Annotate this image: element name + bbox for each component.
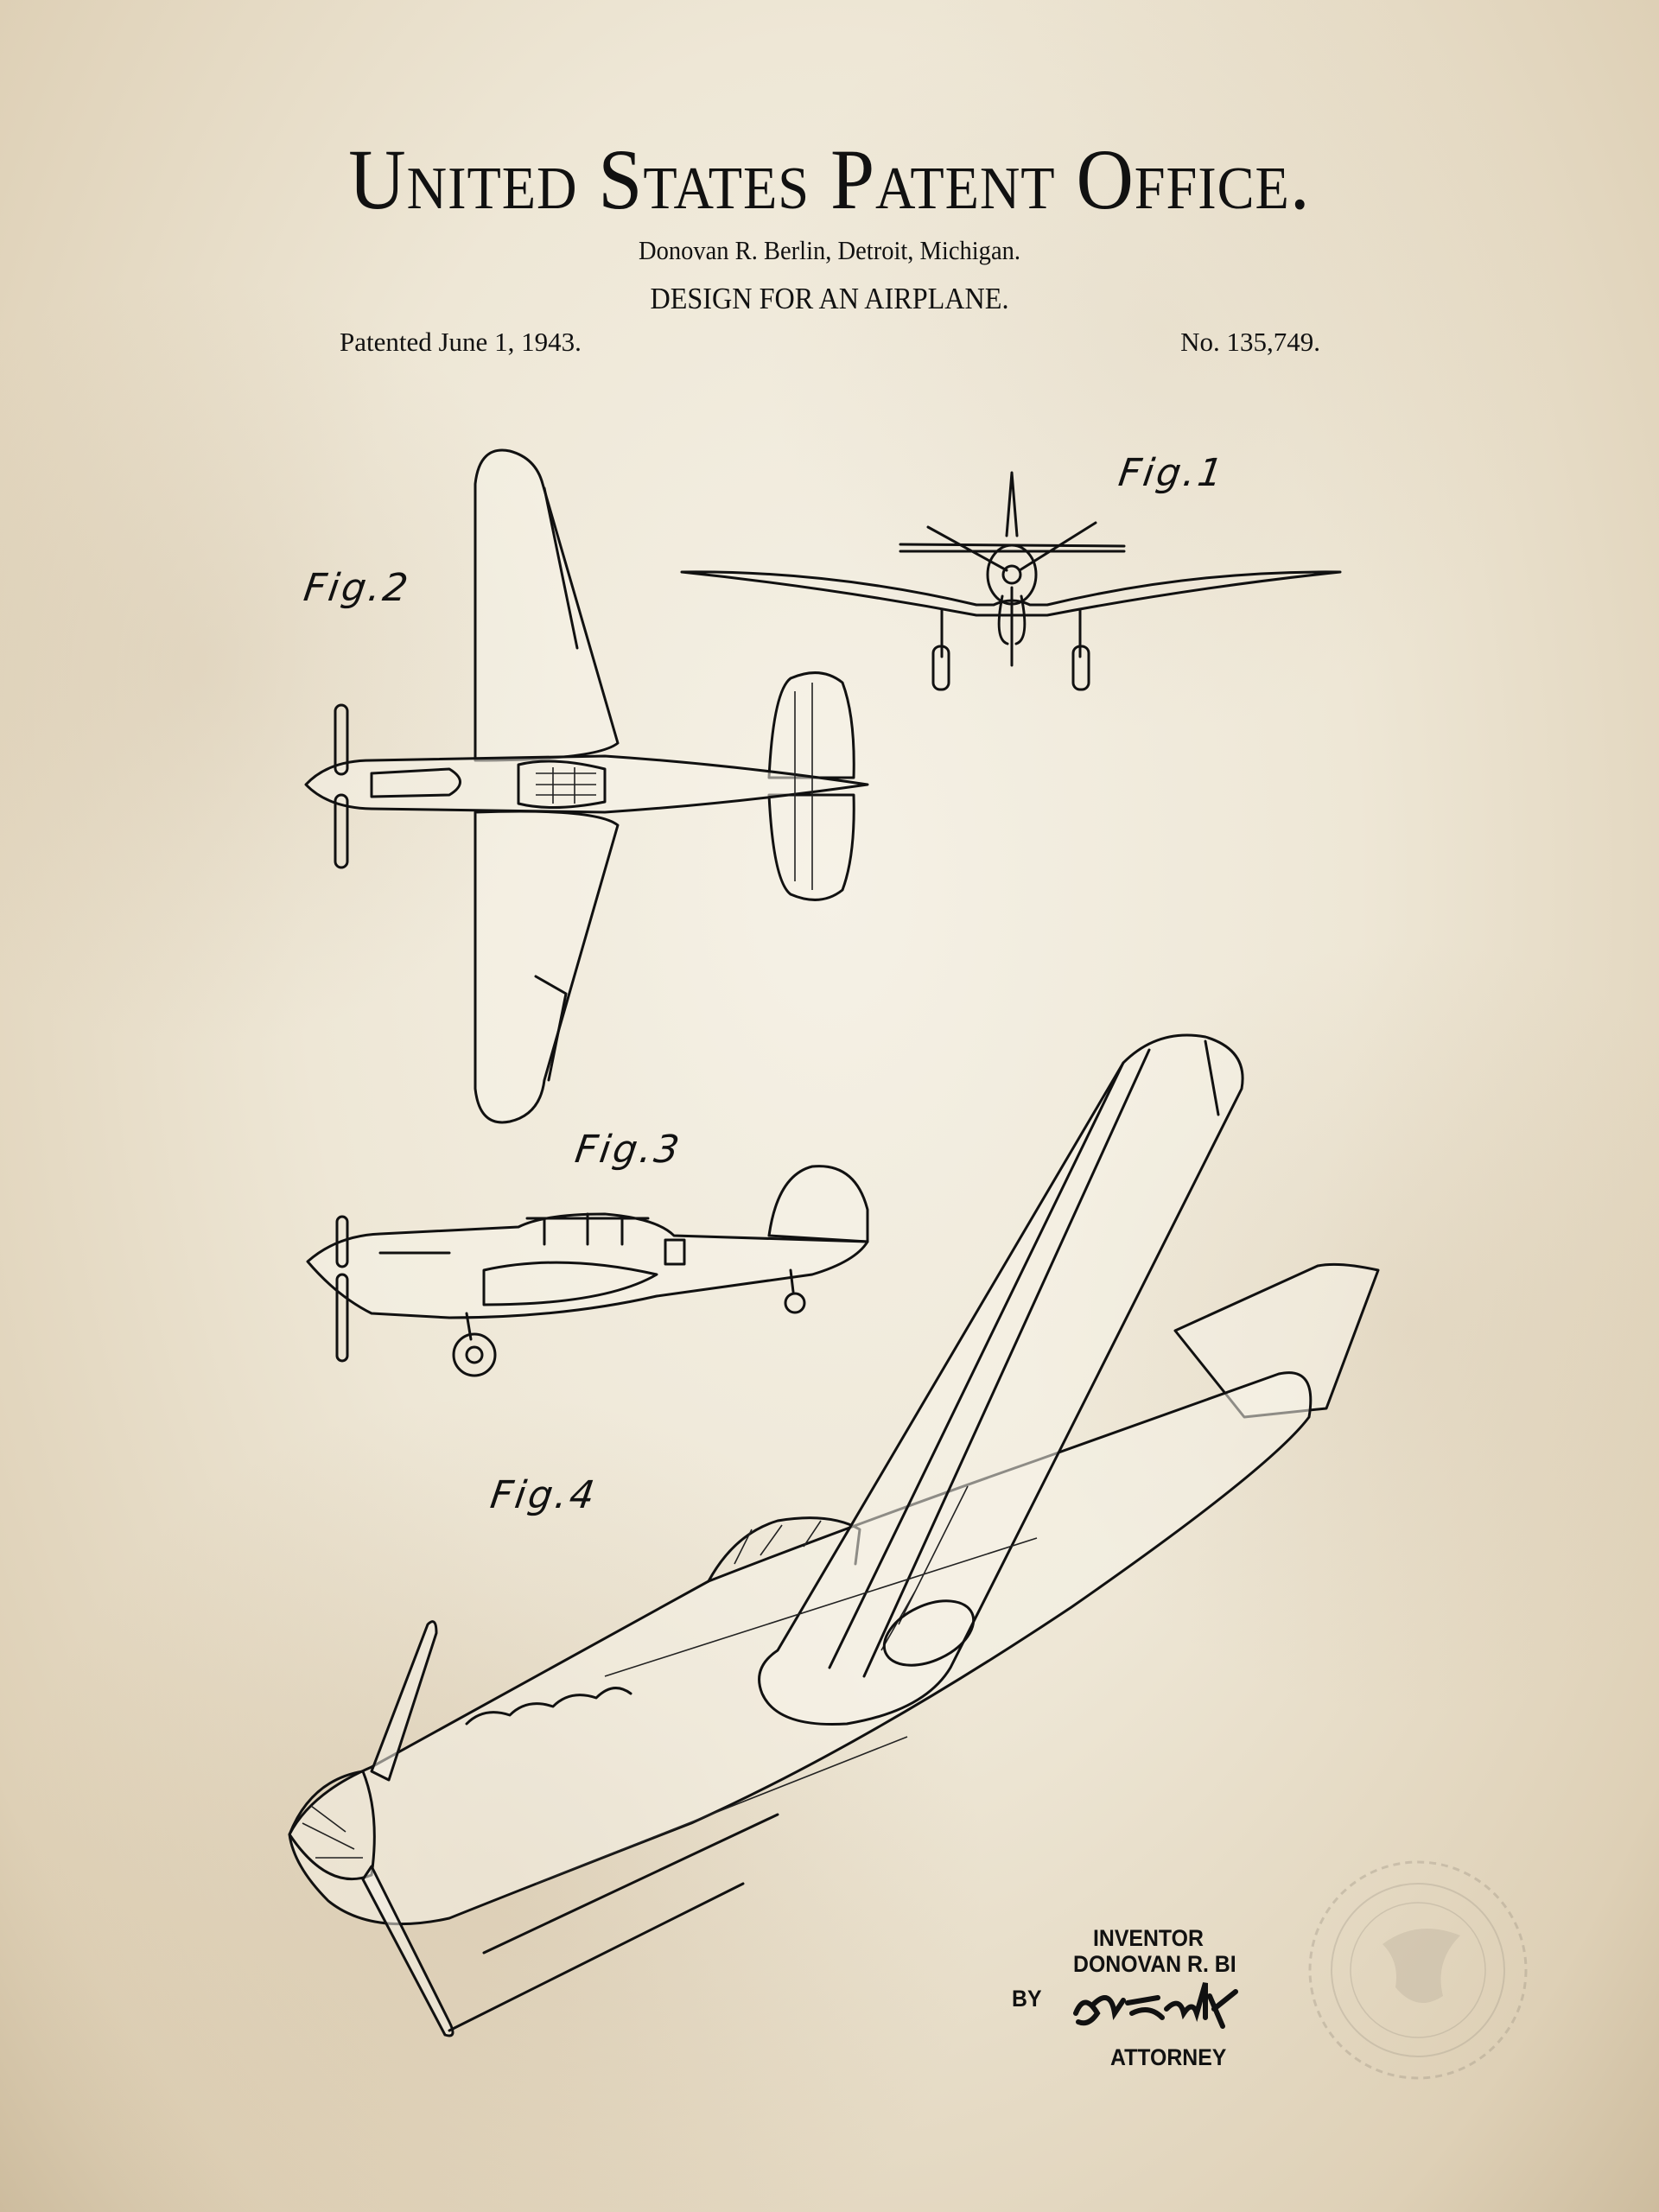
inventor-label: INVENTOR [1093,1925,1204,1951]
inventor-line: Donovan R. Berlin, Detroit, Michigan. [638,235,1021,265]
attorney-label: ATTORNEY [1110,2044,1227,2070]
by-label: BY [1012,1986,1042,2012]
fig3-side-view-drawing [306,1165,869,1377]
fig4-perspective-drawing [288,1033,1380,2037]
design-title: DESIGN FOR AN AIRPLANE. [650,282,1009,315]
fig3-label: Fig.3 [572,1128,685,1172]
patented-date: Patented June 1, 1943. [340,327,582,357]
inventor-name: DONOVAN R. BI [1073,1951,1236,1977]
fig1-front-view-drawing [680,471,1342,691]
patent-number: No. 135,749. [1180,327,1320,357]
fig1-label: Fig.1 [1116,451,1229,495]
office-title: United States Patent Office. [348,131,1311,227]
attorney-signature [1073,1982,1238,2029]
fig4-label: Fig.4 [487,1473,601,1517]
fig2-label: Fig.2 [301,566,414,610]
fig2-top-view-drawing [304,448,869,1124]
embossed-seal [1308,1860,1528,2080]
